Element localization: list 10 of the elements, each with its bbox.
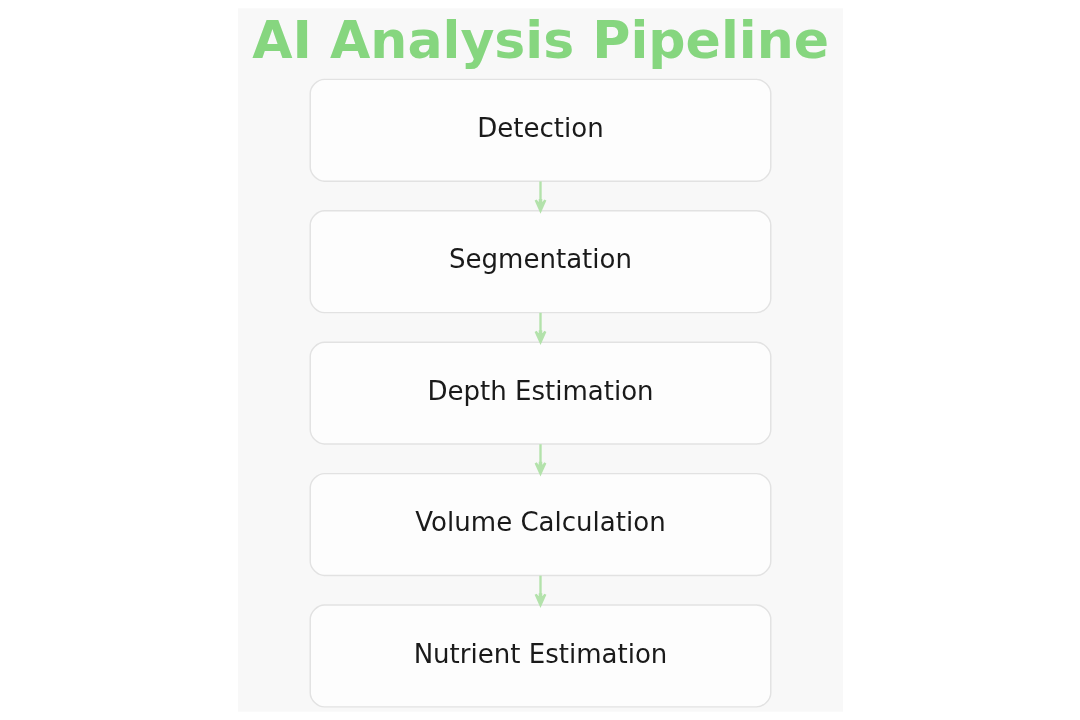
node-box: Detection [309, 78, 771, 182]
arrow [534, 444, 546, 475]
arrow [534, 575, 546, 607]
diagram-title: AI Analysis Pipeline [251, 10, 829, 71]
arrow [534, 312, 546, 344]
node-box: Segmentation [309, 210, 771, 314]
node-box: Nutrient Estimation [309, 604, 771, 708]
node-box: Depth Estimation [309, 341, 771, 445]
node-box: Volume Calculation [309, 472, 771, 577]
arrow [534, 181, 546, 212]
